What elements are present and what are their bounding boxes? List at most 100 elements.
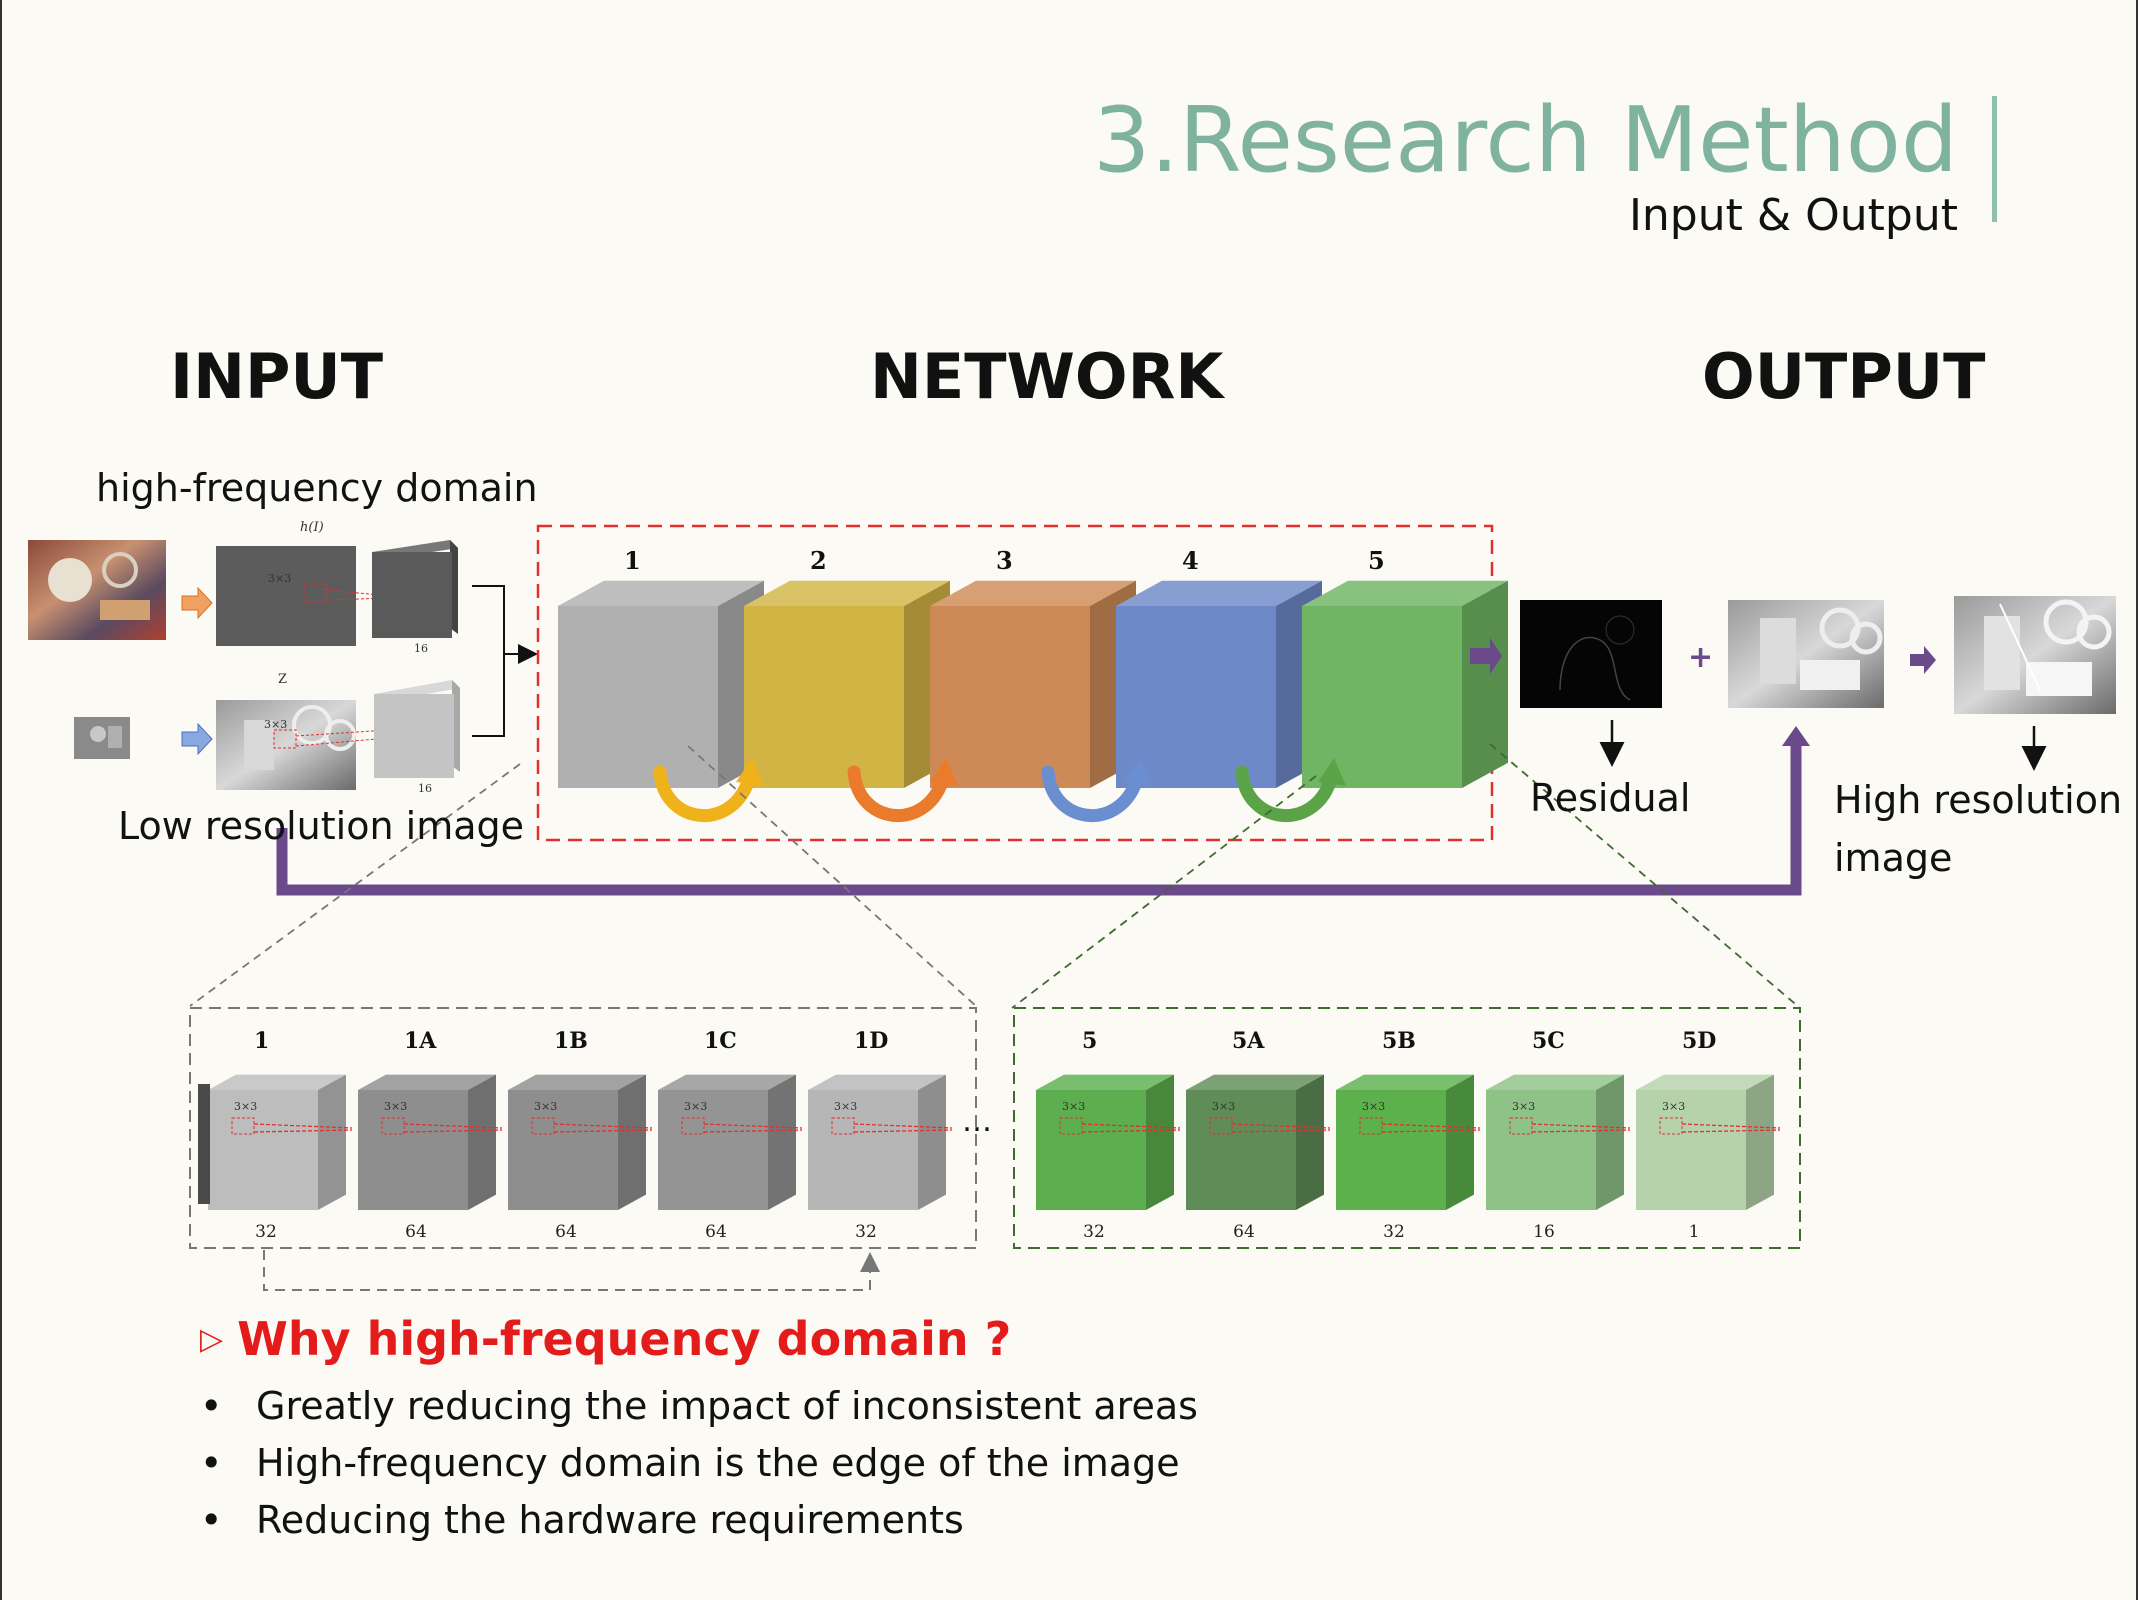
sublayer-kernel-label: 3×3 [384, 1100, 408, 1113]
input-merge-bracket [472, 585, 505, 737]
network-block-5 [1302, 580, 1508, 788]
network-block-label: 2 [810, 546, 827, 575]
zoom-line-left-b [687, 745, 977, 1007]
slide-subtitle: Input & Output [1628, 190, 1958, 241]
sublayer-5B [1336, 1074, 1481, 1210]
hr-label-line2: image [1834, 836, 1953, 880]
why-heading-text: Why high-frequency domain ? [237, 1312, 1012, 1366]
bullet-icon: • [200, 1384, 223, 1428]
block1-inner-skip-arrowhead [860, 1252, 880, 1272]
recurrent-arrow-icon [1235, 758, 1346, 822]
network-block-4 [1116, 580, 1322, 788]
sublayer-5 [1036, 1074, 1181, 1210]
sublayer-kernel-label: 3×3 [1512, 1100, 1536, 1113]
recurrent-arrow-icon [847, 758, 958, 822]
hr-output-image [1954, 596, 2116, 714]
slide-title: 3.Research Method [1093, 88, 1958, 193]
upsampled-image [1728, 600, 1884, 708]
triangle-marker-icon: ▷ [200, 1322, 224, 1357]
bullet-icon: • [200, 1498, 223, 1542]
sublayer-1B [508, 1074, 653, 1210]
sublayer-kernel-label: 3×3 [1062, 1100, 1086, 1113]
sublayer-label: 1B [554, 1028, 588, 1054]
list-item: •Greatly reducing the impact of inconsis… [200, 1378, 1198, 1435]
sublayer-label: 1A [404, 1028, 437, 1054]
sublayer-kernel-label: 3×3 [684, 1100, 708, 1113]
sublayer-label: 1 [254, 1028, 270, 1054]
sublayer-label: 5B [1382, 1028, 1416, 1054]
bullet-icon: • [200, 1441, 223, 1485]
sublayer-kernel-label: 3×3 [1662, 1100, 1686, 1113]
slide-border-right [2136, 0, 2138, 1600]
recurrent-arrow-icon [653, 758, 764, 822]
sublayer-1A [358, 1074, 503, 1210]
sublayer-depth: 32 [1383, 1222, 1405, 1242]
hf-tag: h(I) [300, 520, 324, 535]
network-to-residual-arrow [1470, 638, 1502, 674]
lr-image-label: Low resolution image [118, 804, 524, 848]
hr-label-line1: High resolution [1834, 778, 2123, 822]
lr-kernel-label: 3×3 [264, 718, 288, 731]
sublayer-depth: 64 [705, 1222, 727, 1242]
zoom-line-right-b [1489, 743, 1801, 1009]
list-item: •Reducing the hardware requirements [200, 1492, 1198, 1549]
detail-ellipsis: … [962, 1104, 992, 1139]
hf-conv-layer [372, 540, 458, 638]
blue-arrow-icon [181, 722, 213, 756]
sublayer-label: 5A [1232, 1028, 1265, 1054]
sublayer-kernel-label: 3×3 [1212, 1100, 1236, 1113]
sublayer-5D [1636, 1074, 1781, 1210]
sublayer-label: 5C [1532, 1028, 1565, 1054]
zoom-line-right-a [1011, 775, 1317, 1009]
list-item: •High-frequency domain is the edge of th… [200, 1435, 1198, 1492]
sublayer-depth: 64 [1233, 1222, 1255, 1242]
network-block-label: 5 [1368, 546, 1385, 575]
lr-depth-label: 16 [418, 782, 432, 795]
sublayer-depth: 32 [855, 1222, 877, 1242]
upsample-to-hr-arrow [1910, 646, 1936, 674]
slide-border-left [0, 0, 2, 1600]
hf-depth-label: 16 [414, 642, 428, 655]
sublayer-label: 1C [704, 1028, 737, 1054]
residual-image [1520, 600, 1662, 708]
sublayer-label: 5 [1082, 1028, 1098, 1054]
network-block-label: 1 [624, 546, 641, 575]
sublayer-kernel-label: 3×3 [534, 1100, 558, 1113]
lr-feature-map [216, 700, 389, 790]
sublayer-kernel-label: 3×3 [1362, 1100, 1386, 1113]
sublayer-5C [1486, 1074, 1631, 1210]
zoom-line-left-a [189, 763, 521, 1007]
network-block-2 [744, 580, 950, 788]
hf-domain-label: high-frequency domain [96, 466, 538, 510]
block1-inner-skip-line [263, 1250, 871, 1291]
input-lr-image [74, 717, 130, 759]
orange-arrow-icon [181, 586, 213, 620]
sublayer-1 [208, 1074, 353, 1210]
why-bullet-list: •Greatly reducing the impact of inconsis… [200, 1378, 1198, 1549]
hf-kernel-label: 3×3 [268, 572, 292, 585]
sublayer-label: 5D [1682, 1028, 1717, 1054]
lr-tag: Z [278, 672, 288, 687]
section-output: OUTPUT [1702, 340, 1986, 413]
network-block-label: 3 [996, 546, 1013, 575]
sublayer-5A [1186, 1074, 1331, 1210]
sublayer-depth: 16 [1533, 1222, 1555, 1242]
title-accent-bar [1992, 96, 1997, 222]
sublayer-kernel-label: 3×3 [234, 1100, 258, 1113]
sublayer-depth: 1 [1688, 1222, 1700, 1242]
section-input: INPUT [170, 340, 384, 413]
residual-label: Residual [1530, 776, 1691, 820]
sublayer-1C [658, 1074, 803, 1210]
section-network: NETWORK [870, 340, 1224, 413]
network-block-label: 4 [1182, 546, 1199, 575]
sublayer-kernel-label: 3×3 [834, 1100, 858, 1113]
sublayer-1D [808, 1074, 953, 1210]
sublayer-depth: 32 [255, 1222, 277, 1242]
sublayer-depth: 64 [555, 1222, 577, 1242]
network-block-3 [930, 580, 1136, 788]
lr-conv-layer [374, 680, 460, 778]
recurrent-arrow-icon [1041, 758, 1152, 822]
input-color-image [28, 540, 166, 640]
skip-connection-line [276, 744, 1802, 896]
